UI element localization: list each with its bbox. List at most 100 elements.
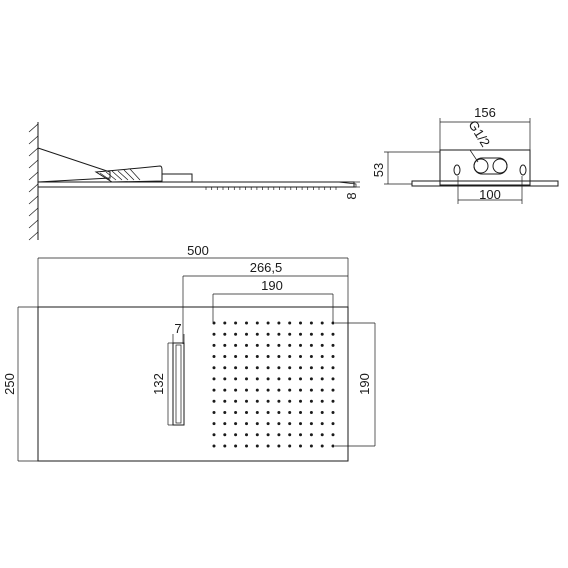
nozzle-dot — [320, 399, 324, 403]
nozzle-dot — [255, 433, 259, 437]
nozzle-dot — [277, 355, 281, 358]
nozzle-dot — [212, 433, 216, 437]
nozzle-dot — [223, 332, 227, 336]
nozzle-dot — [331, 422, 335, 426]
nozzle-dot — [266, 433, 270, 437]
nozzle-dot — [266, 321, 270, 325]
nozzle-dot — [266, 355, 270, 358]
nozzle-dot — [245, 343, 248, 347]
nozzle-dot — [234, 433, 238, 437]
nozzle-dot — [212, 399, 216, 403]
nozzle-dot — [255, 343, 259, 347]
nozzle-dot — [266, 343, 270, 347]
nozzle-dot — [288, 366, 292, 370]
waterfall-blade — [172, 342, 185, 426]
nozzle-dot — [245, 377, 248, 381]
nozzle-dot — [277, 444, 281, 448]
nozzle-dot — [331, 444, 335, 448]
nozzle-dot — [266, 411, 270, 414]
nozzle-dot — [320, 366, 324, 370]
nozzle-dot — [223, 388, 227, 392]
nozzle-dot — [245, 355, 248, 358]
dim-plate-thickness: 8 — [344, 192, 359, 199]
nozzle-dot — [320, 444, 324, 448]
nozzle-dot — [223, 411, 227, 414]
nozzle-dot — [299, 343, 302, 347]
nozzle-dot — [223, 366, 227, 370]
nozzle-dot — [212, 355, 216, 358]
nozzle-dot — [255, 422, 259, 426]
waterfall-blade-inner — [175, 344, 182, 424]
nozzle-dot — [245, 366, 248, 370]
nozzle-dot — [320, 388, 324, 392]
nozzle-dot — [288, 355, 292, 358]
nozzle-dot — [288, 377, 292, 381]
nozzle-dot — [288, 343, 292, 347]
nozzle-dot — [223, 444, 227, 448]
nozzle-dot — [309, 444, 313, 448]
top-view: 500 266,5 190 250 7 132 190 — [2, 243, 376, 462]
nozzle-dot — [288, 433, 292, 437]
nozzle-dot — [288, 411, 292, 414]
nozzle-dot — [266, 388, 270, 392]
nozzle-dot — [288, 332, 292, 336]
nozzle-dot — [234, 444, 238, 448]
nozzle-dot — [212, 422, 216, 426]
inlet-port-body — [473, 157, 508, 175]
nozzle-dot — [266, 332, 270, 336]
thread-label: G1/2 — [465, 118, 493, 150]
nozzle-dot — [223, 355, 227, 358]
nozzle-dot — [212, 388, 216, 392]
nozzle-dot — [331, 377, 335, 381]
side-blade-housing — [94, 165, 163, 183]
nozzle-dot — [299, 355, 302, 358]
nozzle-dot — [288, 321, 292, 325]
nozzle-dot — [331, 366, 335, 370]
nozzle-dot — [309, 388, 313, 392]
nozzle-dot — [255, 377, 259, 381]
nozzle-dot — [299, 366, 302, 370]
wall-hatching — [28, 123, 39, 241]
side-plate — [37, 181, 355, 188]
nozzle-dot — [277, 422, 281, 426]
nozzle-dot — [320, 355, 324, 358]
nozzle-dot — [266, 422, 270, 426]
nozzle-dot — [234, 399, 238, 403]
nozzle-dot — [245, 332, 248, 336]
nozzle-dot — [212, 366, 216, 370]
dim-nozzle-depth: 190 — [357, 373, 372, 395]
nozzle-dot — [309, 433, 313, 437]
dim-blade-width: 7 — [174, 321, 181, 336]
nozzle-dot — [234, 343, 238, 347]
dim-connection-spacing: 100 — [479, 187, 501, 202]
nozzle-dot — [277, 433, 281, 437]
nozzle-dot — [309, 355, 313, 358]
nozzle-dot — [299, 377, 302, 381]
nozzle-dot — [212, 444, 216, 448]
side-top-cover — [161, 173, 193, 183]
nozzle-dot — [277, 332, 281, 336]
dim-nozzle-width: 190 — [261, 278, 283, 293]
connection-view: 156 G1/2 53 100 — [371, 105, 559, 204]
nozzle-dot — [245, 433, 248, 437]
nozzle-dot — [309, 321, 313, 325]
nozzle-dot — [320, 422, 324, 426]
nozzle-dot — [299, 433, 302, 437]
nozzle-dot — [223, 321, 227, 325]
nozzle-dot — [255, 332, 259, 336]
nozzle-dot — [277, 377, 281, 381]
nozzle-dot — [255, 411, 259, 414]
nozzle-dot — [277, 321, 281, 325]
nozzle-dot — [234, 411, 238, 414]
nozzle-dot — [212, 332, 216, 336]
side-blade-hatch — [99, 168, 141, 181]
nozzle-dot — [331, 399, 335, 403]
dim-nozzle-offset: 266,5 — [250, 260, 283, 275]
nozzle-dot — [309, 377, 313, 381]
nozzle-dot — [331, 332, 335, 336]
nozzle-dot — [331, 388, 335, 392]
nozzle-dot — [234, 388, 238, 392]
port-right-slot — [519, 164, 527, 176]
nozzle-dot — [299, 388, 302, 392]
